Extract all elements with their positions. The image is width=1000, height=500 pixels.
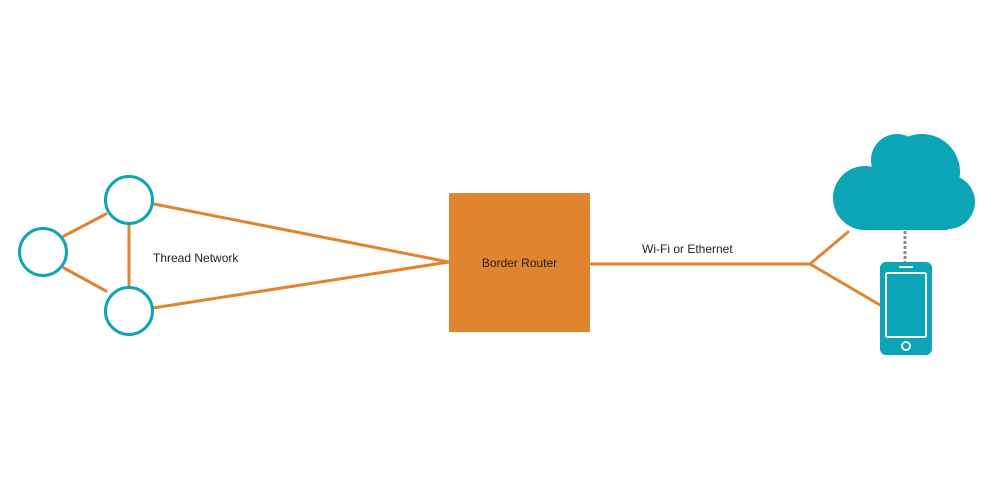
border-router-label: Border Router bbox=[482, 256, 557, 270]
link-junction-phone bbox=[808, 262, 882, 307]
cloud-icon bbox=[833, 134, 975, 230]
thread-node-top bbox=[104, 175, 154, 225]
connection-lines bbox=[62, 202, 882, 310]
thread-node-bottom bbox=[104, 286, 154, 336]
wifi-ethernet-label: Wi-Fi or Ethernet bbox=[642, 242, 733, 256]
thread-network-label: Thread Network bbox=[153, 251, 239, 265]
link-left-bottom bbox=[62, 266, 108, 293]
link-left-top bbox=[62, 212, 108, 238]
link-top-router bbox=[152, 202, 451, 264]
link-bottom-router bbox=[151, 260, 451, 310]
link-junction-cloud bbox=[808, 230, 850, 266]
border-router-box bbox=[449, 193, 590, 332]
smartphone-icon bbox=[880, 262, 932, 355]
thread-node-left bbox=[18, 227, 68, 277]
